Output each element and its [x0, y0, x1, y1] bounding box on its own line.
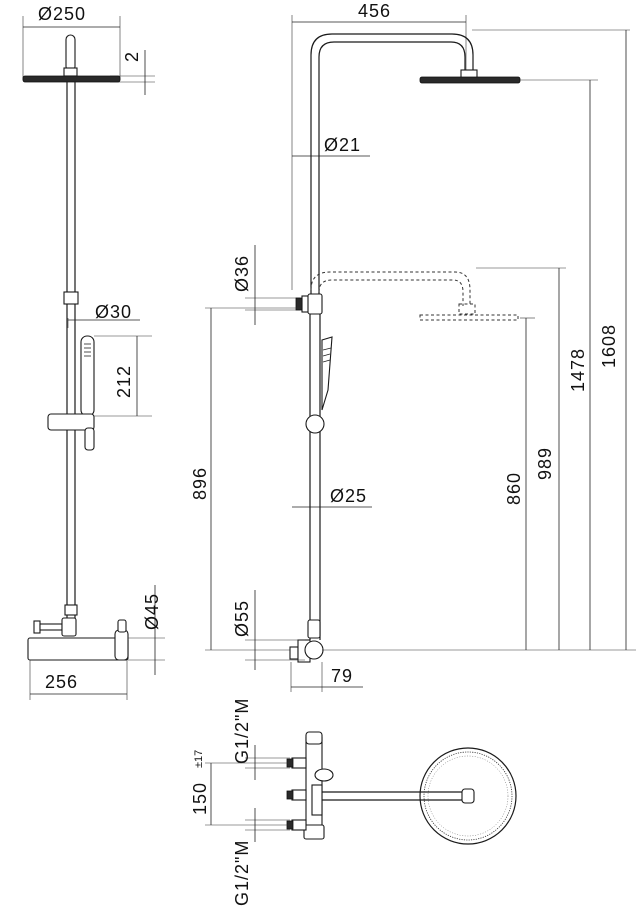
slider-holder-front	[47, 413, 95, 431]
plan-view: G1/2"M 150 ±17 G1/2"M	[190, 698, 517, 906]
side-high-head-height-label: 1478	[568, 348, 588, 392]
plan-connection-top-label: G1/2"M	[232, 698, 252, 764]
plan-centers-tolerance-label: ±17	[193, 750, 205, 768]
side-high-top-height-label: 1608	[599, 324, 619, 368]
front-handshower-length-label: 212	[114, 365, 134, 398]
front-head-thickness-label: 2	[122, 51, 142, 62]
front-valve-diameter-label: Ø45	[142, 593, 162, 630]
shower-head-front	[22, 75, 121, 83]
side-bracket-height-label: 896	[190, 467, 210, 500]
side-wall-offset-label: 79	[331, 666, 353, 686]
side-arm-reach-label: 456	[358, 1, 391, 21]
side-low-head-height-label: 860	[504, 472, 524, 505]
side-valve-diameter-label: Ø55	[232, 600, 252, 637]
slider-knob-side	[305, 414, 325, 434]
front-view: Ø250 2 Ø30 212	[22, 4, 165, 700]
thermostatic-valve-side	[304, 640, 324, 660]
side-low-top-height-label: 989	[535, 447, 555, 480]
front-head-diameter-label: Ø250	[38, 4, 86, 24]
shower-head-high	[419, 76, 521, 84]
plan-centers-label: 150	[190, 782, 210, 815]
front-valve-width-label: 256	[45, 672, 78, 692]
shower-head-low-dashed	[419, 314, 519, 321]
side-lower-pipe-diameter-label: Ø25	[330, 486, 367, 506]
side-clamp-diameter-label: Ø36	[232, 255, 252, 292]
plan-connection-bottom-label: G1/2"M	[232, 840, 252, 906]
side-view: 456 Ø21 Ø36 Ø25	[190, 1, 636, 692]
thermostatic-valve-front	[27, 637, 129, 661]
front-handshower-diameter-label: Ø30	[95, 302, 132, 322]
side-pipe-diameter-label: Ø21	[324, 135, 361, 155]
